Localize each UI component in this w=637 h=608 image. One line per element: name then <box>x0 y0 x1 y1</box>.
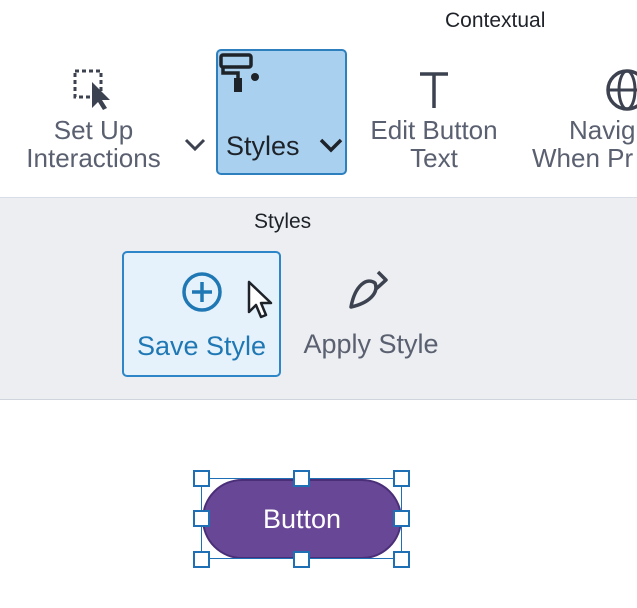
text-t-icon <box>420 72 448 108</box>
canvas-button[interactable]: Button <box>202 479 402 559</box>
resize-handle-se[interactable] <box>393 551 410 568</box>
styles-panel: Styles <box>0 198 637 400</box>
apply-style-button[interactable]: Apply Style <box>292 251 450 377</box>
navigate-line1: Navig <box>569 115 636 145</box>
styles-panel-title: Styles <box>254 210 312 233</box>
chevron-down-icon[interactable] <box>318 137 344 155</box>
resize-handle-nw[interactable] <box>193 470 210 487</box>
edit-button-text-line1: Edit Button <box>370 115 498 145</box>
canvas-button-label: Button <box>262 503 342 534</box>
navigate-line2: When Pr <box>532 143 634 173</box>
resize-handle-n[interactable] <box>293 470 310 487</box>
edit-button-text-line2: Text <box>410 143 458 173</box>
brush-icon <box>349 270 388 309</box>
save-style-button[interactable]: Save Style <box>122 251 281 377</box>
edit-button-text-button[interactable]: Edit Button Text <box>354 60 514 180</box>
setup-interactions-button[interactable]: Set Up Interactions <box>6 60 206 180</box>
resize-handle-sw[interactable] <box>193 551 210 568</box>
contextual-group-title: Contextual <box>445 9 546 32</box>
resize-handle-w[interactable] <box>193 510 210 527</box>
resize-handle-e[interactable] <box>393 510 410 527</box>
paint-roller-icon <box>219 53 259 92</box>
mouse-pointer-icon <box>247 280 273 319</box>
styles-button[interactable]: Styles <box>216 49 347 175</box>
navigate-button[interactable]: Navig When Pr <box>532 60 637 180</box>
apply-style-label: Apply Style <box>303 329 439 359</box>
select-cursor-icon <box>73 69 110 110</box>
setup-interactions-line1: Set Up <box>53 115 134 145</box>
globe-icon <box>606 69 637 111</box>
resize-handle-ne[interactable] <box>393 470 410 487</box>
styles-label: Styles <box>226 131 300 161</box>
save-style-label: Save Style <box>136 331 267 361</box>
ribbon-top: Contextual Set Up Interactions Styles Ed… <box>0 0 637 198</box>
setup-interactions-line2: Interactions <box>26 143 161 173</box>
chevron-down-icon[interactable] <box>183 137 207 153</box>
resize-handle-s[interactable] <box>293 551 310 568</box>
plus-circle-icon <box>182 272 222 312</box>
